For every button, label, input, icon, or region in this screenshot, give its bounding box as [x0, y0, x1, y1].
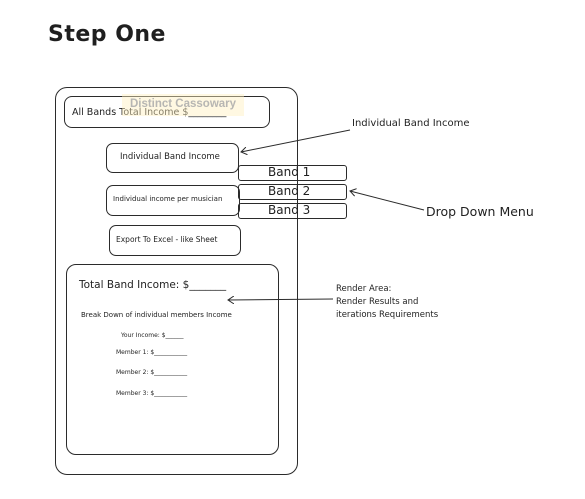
- arrow-to-individual-band-income: [241, 129, 351, 152]
- annotation-individual-band-income: Individual Band Income: [352, 118, 470, 129]
- export-button[interactable]: [109, 225, 241, 256]
- member-3-income: Member 3: $___________: [116, 390, 188, 397]
- income-per-musician-button[interactable]: [106, 185, 240, 216]
- arrow-to-render-area: [228, 299, 334, 300]
- arrow-to-drop-down-menu: [350, 191, 425, 211]
- export-button-label: Export To Excel - like Sheet: [116, 235, 218, 244]
- dropdown-option-band-2[interactable]: [238, 184, 347, 200]
- individual-band-income-button[interactable]: [106, 143, 239, 173]
- dropdown-option-band-1[interactable]: [238, 165, 347, 181]
- all-bands-total-box: [64, 96, 270, 128]
- dropdown-option-band-3[interactable]: [238, 203, 347, 219]
- page-title: Step One: [48, 22, 166, 47]
- all-bands-total-label: All Bands Total Income $________: [72, 107, 227, 118]
- member-2-income: Member 2: $___________: [116, 369, 188, 376]
- annotation-render-area-line-3: iterations Requirements: [336, 310, 439, 320]
- your-income: Your Income: $______: [121, 332, 184, 339]
- total-band-income: Total Band Income: $_______: [79, 279, 227, 291]
- annotation-drop-down-menu: Drop Down Menu: [426, 204, 534, 219]
- income-per-musician-label: Individual income per musician: [113, 195, 223, 203]
- watermark: Distinct Cassowary: [122, 94, 244, 116]
- phone-frame: [55, 87, 298, 475]
- dropdown-option-band-3-label: Band 3: [268, 203, 311, 217]
- annotation-render-area-line-2: Render Results and: [336, 297, 419, 307]
- render-area: [66, 264, 279, 455]
- annotation-render-area-line-1: Render Area:: [336, 284, 392, 294]
- member-1-income: Member 1: $___________: [116, 349, 188, 356]
- dropdown-option-band-2-label: Band 2: [268, 184, 311, 198]
- breakdown-title: Break Down of individual members Income: [81, 311, 232, 319]
- dropdown-option-band-1-label: Band 1: [268, 165, 311, 179]
- individual-band-income-label: Individual Band Income: [120, 152, 220, 162]
